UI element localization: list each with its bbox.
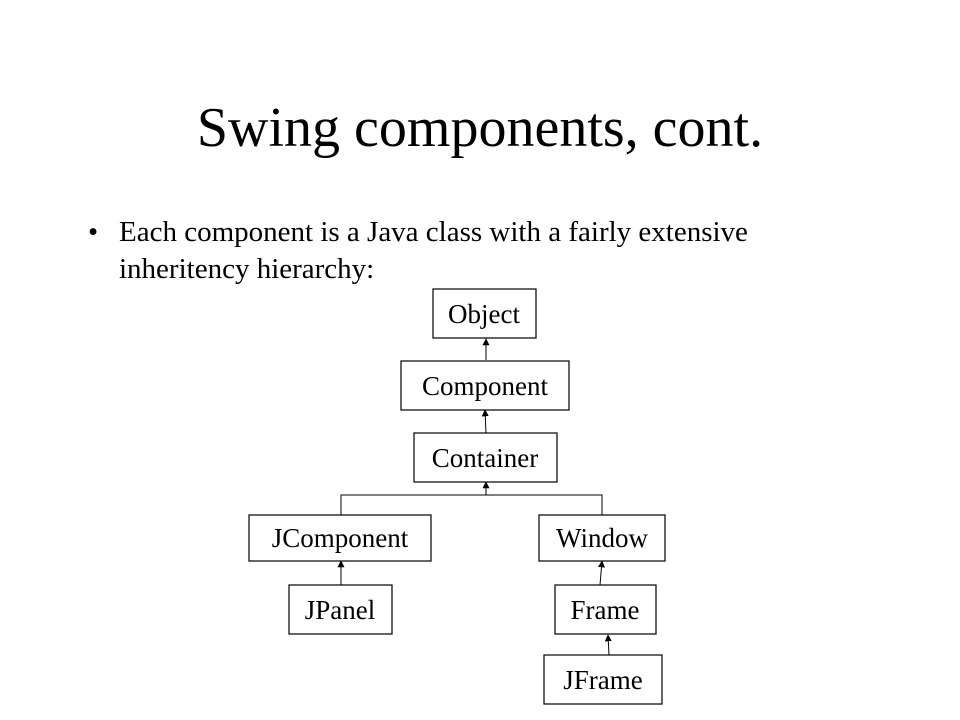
node-container: Container	[413, 432, 558, 483]
node-frame: Frame	[554, 584, 657, 635]
bullet-icon: •	[88, 216, 99, 248]
node-window: Window	[538, 514, 666, 562]
node-jpanel: JPanel	[288, 584, 393, 635]
edge-jframe-frame	[604, 634, 612, 656]
node-jcomponent-label: JComponent	[272, 523, 409, 553]
node-window-label: Window	[556, 523, 648, 553]
node-jframe-label: JFrame	[563, 665, 643, 695]
node-jpanel-label: JPanel	[305, 595, 376, 625]
edge-window-container	[486, 494, 603, 515]
edge-jcomponent-container	[340, 494, 486, 515]
node-component-label: Component	[422, 371, 548, 401]
node-object: Object	[432, 288, 537, 339]
node-jframe: JFrame	[543, 654, 663, 705]
node-jcomponent: JComponent	[248, 514, 432, 562]
node-component: Component	[400, 360, 570, 411]
edge-frame-window	[597, 560, 605, 586]
slide-title: Swing components, cont.	[196, 97, 764, 159]
edge-container-component	[481, 409, 489, 434]
bullet-text: Each component is a Java class with a fa…	[119, 216, 748, 285]
node-frame-label: Frame	[571, 595, 640, 625]
hierarchy-edges	[337, 338, 612, 656]
node-container-label: Container	[432, 443, 538, 473]
node-object-label: Object	[448, 299, 520, 329]
